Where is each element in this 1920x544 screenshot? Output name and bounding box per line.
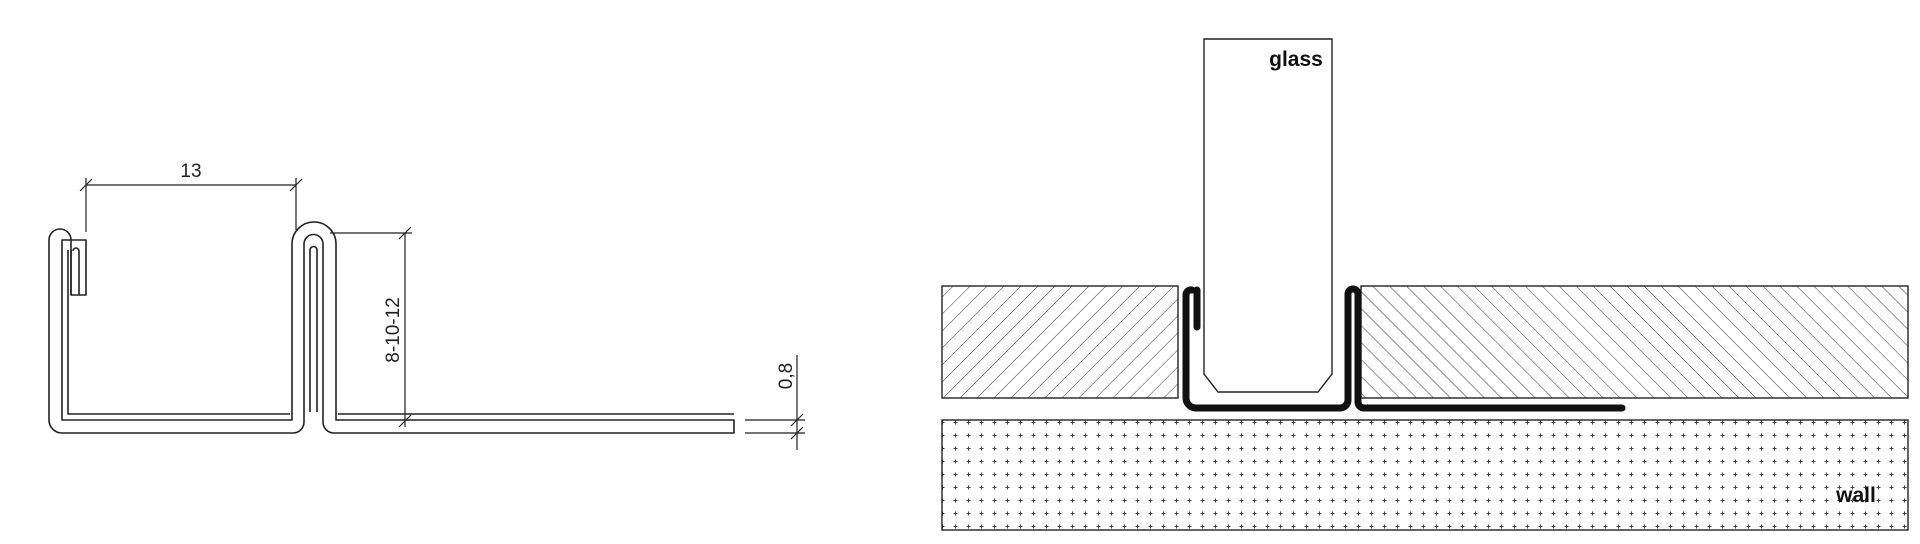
profile-inner-return-right [309,245,318,412]
dimension-depth-label: 8-10-12 [383,297,404,363]
glass-pane [1203,38,1333,393]
profile-inner-line-left [72,247,80,295]
dimension-thickness [745,355,805,450]
dimension-width-label: 13 [180,161,201,182]
installed-profile [1182,285,1626,412]
profile-section [48,221,735,434]
hatched-block-right [1360,285,1909,399]
profile-inner-line-base [67,250,734,415]
hatched-block-left [941,285,1179,399]
wall-block [941,419,1909,531]
dimension-depth [330,226,412,428]
glass-label: glass [1269,48,1323,71]
dimension-thickness-label: 0,8 [776,363,797,389]
profile-outline [48,221,735,434]
dimension-width [79,178,303,232]
wall-label: wall [1835,484,1876,507]
